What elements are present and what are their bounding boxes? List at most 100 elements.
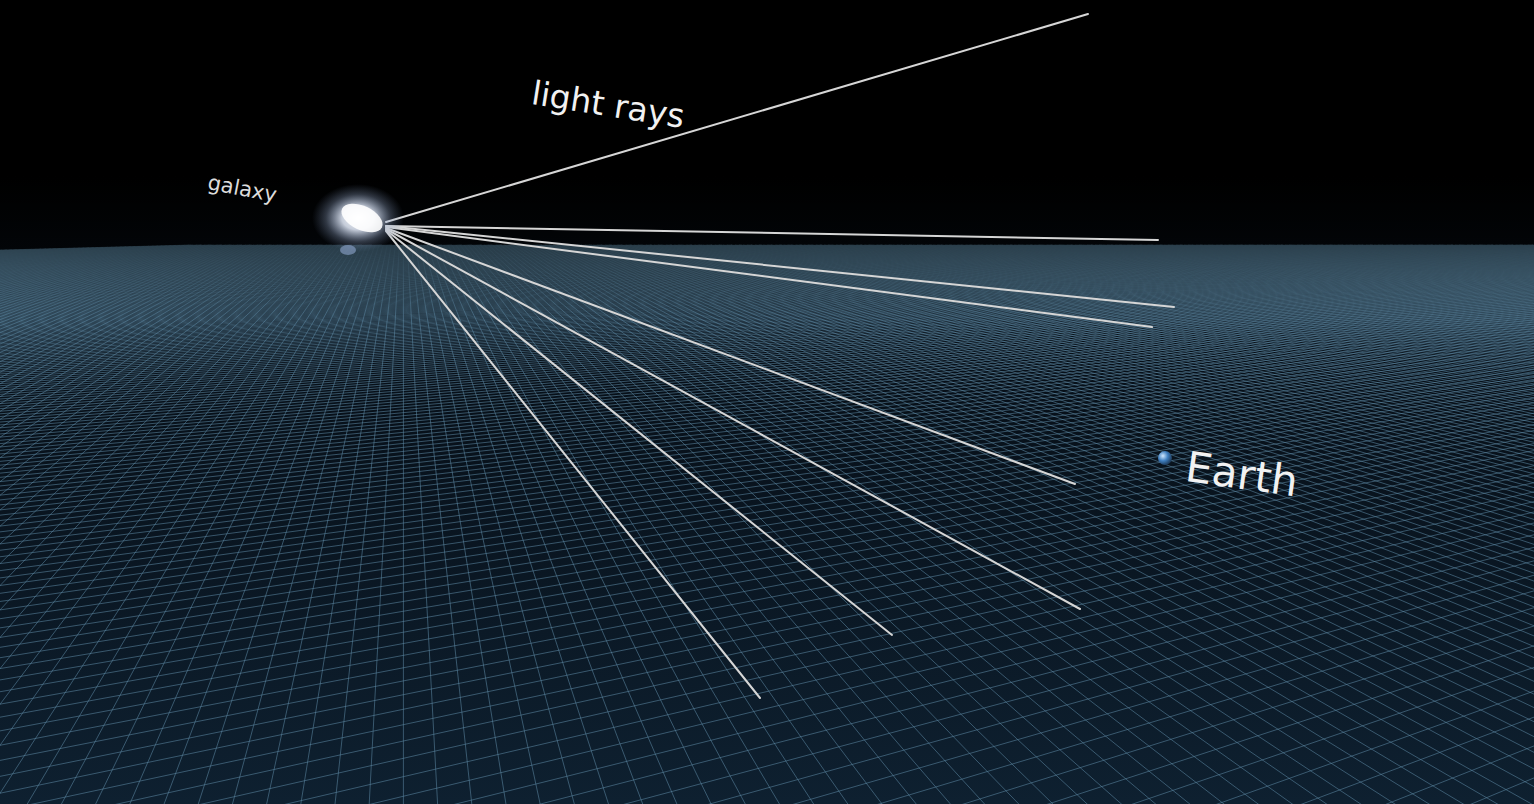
grid-line <box>0 248 1534 804</box>
grid-line <box>1491 245 1534 804</box>
grid-line <box>767 245 1534 804</box>
grid-line <box>824 245 1534 804</box>
grid-line <box>1297 245 1534 804</box>
grid-line <box>994 245 1534 804</box>
grid-line <box>1350 245 1534 804</box>
grid-line <box>0 256 1534 804</box>
grid-line <box>986 245 1534 804</box>
grid-line <box>1378 245 1534 804</box>
grid-line <box>1338 245 1534 804</box>
grid-line <box>1208 245 1534 804</box>
grid-line <box>1309 245 1534 804</box>
grid-line <box>1435 245 1534 804</box>
grid-line <box>1192 245 1534 804</box>
grid-line <box>1059 245 1534 804</box>
grid-line <box>1071 245 1534 804</box>
grid-line <box>1386 245 1534 804</box>
grid-line <box>1483 245 1534 804</box>
grid-line <box>0 251 1534 804</box>
galaxy-core <box>337 198 387 238</box>
grid-line <box>1030 245 1534 804</box>
grid-line <box>1115 245 1534 804</box>
grid-line <box>958 245 1534 804</box>
grid-line <box>1362 245 1534 804</box>
grid-line <box>917 245 1534 804</box>
grid-line <box>0 247 1534 804</box>
grid-line <box>1152 245 1534 804</box>
grid-line <box>0 248 1534 804</box>
grid-line <box>0 246 1534 804</box>
grid-line <box>1346 245 1534 804</box>
grid-line <box>1233 245 1534 804</box>
grid-line <box>1176 245 1534 804</box>
grid-line <box>1495 245 1534 804</box>
grid-line <box>945 245 1534 804</box>
grid-line <box>909 245 1534 804</box>
grid-line <box>1051 245 1534 804</box>
grid-line <box>1241 245 1534 804</box>
grid-line <box>1326 245 1534 804</box>
grid-line <box>1532 245 1534 804</box>
grid-line <box>1520 245 1534 804</box>
grid-line <box>0 254 1534 804</box>
grid-line <box>1216 245 1534 804</box>
grid-line <box>1249 245 1534 804</box>
galaxy-glow <box>312 184 404 252</box>
grid-line <box>1390 245 1534 804</box>
galaxy-arm <box>340 245 356 255</box>
grid-line <box>0 251 1534 804</box>
grid-line <box>1443 245 1534 804</box>
grid-line <box>933 245 1534 804</box>
grid-line <box>1427 245 1534 804</box>
grid-line <box>0 249 1534 804</box>
grid-line <box>1342 245 1534 804</box>
grid-line <box>0 250 1534 804</box>
grid-line <box>0 252 1534 804</box>
grid-line <box>990 245 1534 804</box>
grid-line <box>1075 245 1534 804</box>
grid-line <box>0 251 1534 804</box>
grid-line <box>1455 245 1534 804</box>
grid-line <box>1447 245 1534 804</box>
grid-line <box>1370 245 1534 804</box>
grid-line <box>921 245 1534 804</box>
grid-line <box>0 246 1534 804</box>
grid-line <box>1038 245 1534 804</box>
grid-line <box>1293 245 1534 804</box>
grid-line <box>1204 245 1534 804</box>
earth-dot <box>1158 451 1172 465</box>
grid-line <box>1099 245 1534 804</box>
grid-line <box>1253 245 1534 804</box>
grid-line <box>1220 245 1534 804</box>
grid-line <box>953 245 1534 804</box>
grid-line <box>0 249 1534 804</box>
grid-line <box>1330 245 1534 804</box>
grid-line <box>1026 245 1534 804</box>
grid-line <box>0 275 1534 804</box>
grid-line <box>0 273 1534 804</box>
grid-line <box>0 247 1534 804</box>
grid-line <box>1322 245 1534 804</box>
grid-line <box>1451 245 1534 804</box>
grid-line <box>1313 245 1534 804</box>
grid-line <box>925 245 1534 804</box>
grid-line <box>962 245 1534 804</box>
grid-line <box>0 245 1534 779</box>
grid-line <box>0 246 1534 804</box>
grid-line <box>966 245 1534 804</box>
grid-line <box>1168 245 1534 804</box>
grid-line <box>1042 245 1534 804</box>
grid-line <box>1524 245 1534 804</box>
grid-line <box>1334 245 1534 804</box>
grid-line <box>1224 245 1534 804</box>
perspective-grid <box>0 245 1534 804</box>
grid-line <box>1237 245 1534 804</box>
grid-line <box>1034 245 1534 804</box>
grid-line <box>1504 245 1534 804</box>
grid-line <box>1374 245 1534 804</box>
grid-line <box>1172 245 1534 804</box>
grid-line <box>897 245 1534 804</box>
grid-line <box>1055 245 1534 804</box>
horizon-fade <box>0 0 1534 320</box>
